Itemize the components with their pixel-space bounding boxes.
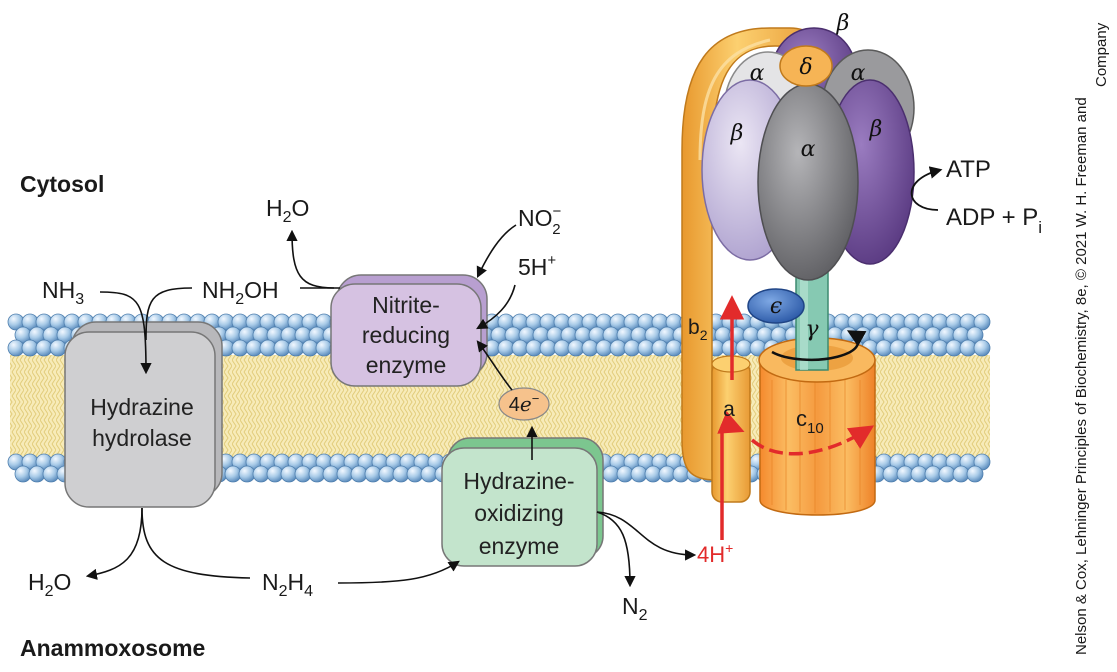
lipid-head bbox=[973, 339, 991, 357]
lipid-head bbox=[539, 339, 557, 357]
cytosol-label: Cytosol bbox=[20, 171, 104, 197]
protons-4-label: 4H+ bbox=[697, 540, 733, 567]
atp-label: ATP bbox=[946, 156, 991, 183]
epsilon-subunit bbox=[747, 288, 805, 324]
lipid-head bbox=[959, 339, 977, 357]
lipid-head bbox=[21, 339, 39, 357]
lipid-head bbox=[644, 465, 662, 483]
lipid-head bbox=[595, 339, 613, 357]
h2o-bottom-label: H2O bbox=[28, 569, 71, 600]
lipid-head bbox=[721, 339, 739, 357]
n2-label: N2 bbox=[622, 593, 648, 624]
lipid-head bbox=[973, 313, 991, 331]
oxidizing-label-line1: Hydrazine- bbox=[463, 468, 574, 494]
lipid-head bbox=[35, 339, 53, 357]
reaction-arrows bbox=[85, 224, 697, 588]
lipid-head bbox=[665, 339, 683, 357]
anammoxosome-label: Anammoxosome bbox=[20, 635, 205, 661]
lipid-head bbox=[966, 465, 984, 483]
lipid-head bbox=[49, 339, 67, 357]
hydrazine-hydrolase: Hydrazine hydrolase bbox=[64, 321, 223, 508]
nh2oh-label: NH2OH bbox=[202, 277, 279, 308]
epsilon-label: ϵ bbox=[770, 294, 782, 319]
lipid-head bbox=[658, 465, 676, 483]
lipid-head bbox=[938, 465, 956, 483]
hydrolase-label-line2: hydrolase bbox=[92, 425, 192, 451]
lipid-head bbox=[966, 326, 984, 344]
electron-carrier: 4e− bbox=[498, 387, 550, 421]
lipid-head bbox=[637, 339, 655, 357]
molecule-labels: NH3 NH2OH H2O NO−2 5H+ H2O N2H4 N2 4H+ bbox=[28, 195, 733, 624]
proton-pathway bbox=[717, 295, 875, 540]
lipid-head bbox=[889, 339, 907, 357]
delta-subunit bbox=[779, 45, 833, 87]
lipid-head bbox=[630, 465, 648, 483]
beta-left-label: β bbox=[730, 121, 744, 146]
lipid-head bbox=[931, 339, 949, 357]
nh3-label: NH3 bbox=[42, 277, 84, 308]
oxidizing-label-line2: oxidizing bbox=[474, 500, 564, 526]
lipid-head bbox=[735, 339, 753, 357]
n2h4-label: N2H4 bbox=[262, 569, 313, 600]
lipid-head bbox=[609, 339, 627, 357]
beta-right-label: β bbox=[869, 117, 883, 142]
oxidizing-label-line3: enzyme bbox=[479, 533, 560, 559]
hydrazine-oxidizing-enzyme: Hydrazine- oxidizing enzyme bbox=[441, 437, 604, 567]
electrons-4-label: 4e− bbox=[509, 391, 540, 416]
lipid-head bbox=[28, 465, 46, 483]
gamma-label: γ bbox=[805, 317, 819, 342]
h2o-top-label: H2O bbox=[266, 195, 309, 226]
nitrite-label-line2: reducing bbox=[362, 322, 450, 348]
atp-synthesis-arrow bbox=[910, 166, 943, 211]
lipid-head bbox=[623, 339, 641, 357]
alpha-subunit-front bbox=[757, 83, 859, 281]
lipid-head bbox=[581, 339, 599, 357]
hydrolase-label-line1: Hydrazine bbox=[90, 394, 194, 420]
beta-top-label: β bbox=[836, 11, 850, 36]
lipid-head bbox=[42, 465, 60, 483]
b2-label: b2 bbox=[688, 316, 708, 343]
lipid-head bbox=[952, 465, 970, 483]
lipid-head bbox=[511, 339, 529, 357]
lipid-head bbox=[896, 465, 914, 483]
nitrite-label-line3: enzyme bbox=[366, 352, 447, 378]
lipid-head bbox=[553, 339, 571, 357]
rotation-arrow bbox=[771, 330, 867, 362]
lipid-head bbox=[924, 465, 942, 483]
c-ring bbox=[758, 337, 876, 516]
lipid-head bbox=[882, 465, 900, 483]
adp-pi-label: ADP + Pi bbox=[946, 204, 1042, 237]
lipid-head bbox=[602, 465, 620, 483]
credit-line1: Nelson & Cox, Lehninger Principles of Bi… bbox=[1073, 97, 1090, 655]
lipid-head bbox=[910, 465, 928, 483]
lipid-head bbox=[917, 339, 935, 357]
delta-label: δ bbox=[799, 55, 812, 80]
protons-5-label: 5H+ bbox=[518, 252, 556, 280]
alpha-right-label: α bbox=[851, 61, 866, 86]
lipid-head bbox=[651, 339, 669, 357]
nitrite-reducing-enzyme: Nitrite- reducing enzyme bbox=[330, 274, 488, 387]
no2-label: NO−2 bbox=[518, 203, 562, 238]
c10-label: c10 bbox=[796, 406, 824, 437]
nitrite-label-line1: Nitrite- bbox=[372, 292, 440, 318]
lipid-head bbox=[616, 465, 634, 483]
alpha-left-label: α bbox=[750, 61, 765, 86]
credit: Nelson & Cox, Lehninger Principles of Bi… bbox=[1073, 22, 1110, 655]
credit-line2: Company bbox=[1093, 22, 1110, 87]
a-subunit-label: a bbox=[723, 398, 735, 421]
alpha-front-label: α bbox=[801, 137, 816, 162]
lipid-head bbox=[945, 339, 963, 357]
lipid-head bbox=[567, 339, 585, 357]
atp-synthase: β α δ α β α β ϵ γ a b2 c10 ATP ADP + Pi bbox=[681, 11, 1042, 540]
lipid-head bbox=[903, 339, 921, 357]
lipid-head bbox=[875, 339, 893, 357]
lipid-head bbox=[525, 339, 543, 357]
